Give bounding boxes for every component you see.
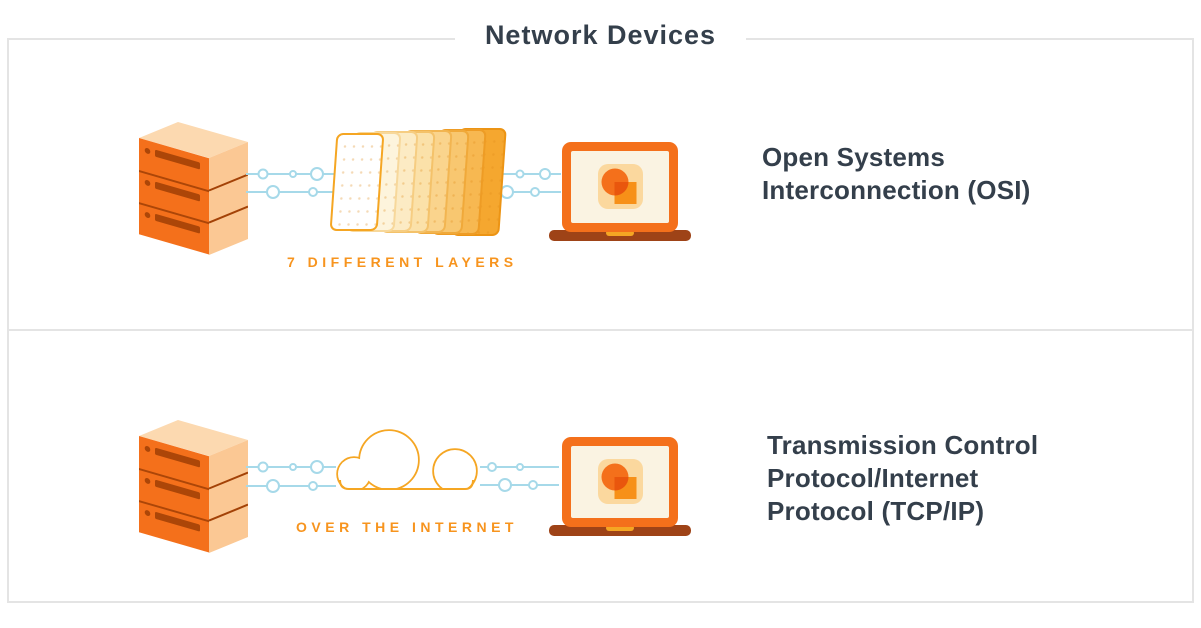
tcpip-heading-line: Transmission Control	[767, 430, 1039, 460]
tcpip-heading: Transmission Control Protocol/Internet P…	[767, 429, 1038, 528]
tcpip-heading-line: Protocol/Internet	[767, 463, 979, 493]
layer-stack-icon	[329, 128, 507, 236]
connection-line-icon	[246, 167, 336, 199]
tcpip-caption: OVER THE INTERNET	[296, 519, 518, 535]
server-icon	[139, 420, 248, 553]
connection-line-icon	[480, 462, 559, 492]
osi-heading-line: Open Systems	[762, 142, 946, 172]
laptop-icon	[549, 142, 691, 241]
page-title: Network Devices	[0, 20, 1201, 51]
osi-caption: 7 DIFFERENT LAYERS	[287, 254, 518, 270]
connection-line-icon	[246, 460, 336, 493]
page-title-text: Network Devices	[454, 20, 747, 51]
connection-line-icon	[495, 168, 561, 199]
tcpip-heading-line: Protocol (TCP/IP)	[767, 496, 985, 526]
server-icon	[139, 122, 248, 255]
section-divider	[9, 329, 1192, 331]
osi-layer-panel	[329, 133, 385, 231]
osi-heading-line: Interconnection (OSI)	[762, 175, 1031, 205]
osi-heading: Open Systems Interconnection (OSI)	[762, 141, 1031, 207]
laptop-icon	[549, 437, 691, 536]
internet-cloud-icon	[333, 429, 481, 494]
